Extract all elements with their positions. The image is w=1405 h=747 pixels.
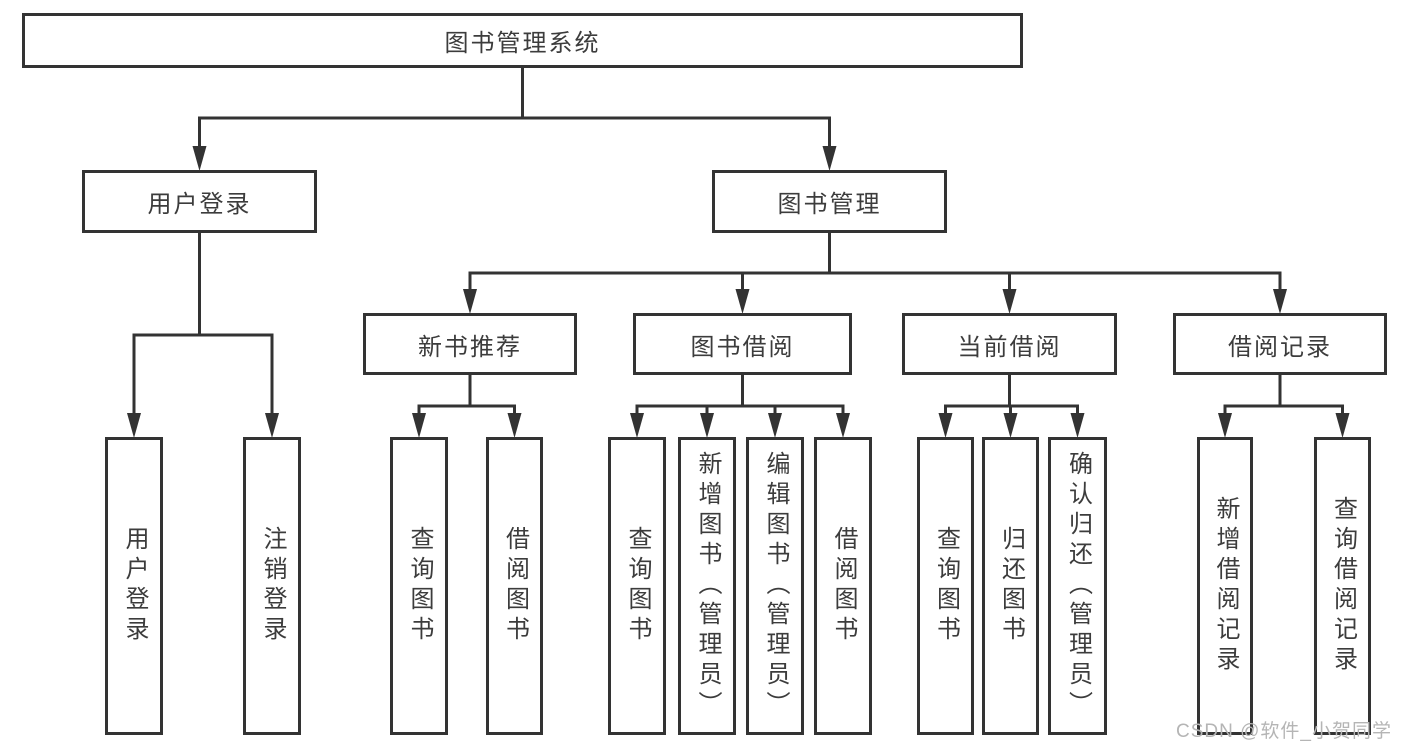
node-mgmt: 图书管理 [712, 170, 947, 233]
arrowhead [1218, 413, 1232, 438]
edge-login [127, 231, 279, 438]
node-label-leaf-bw-borrow: 借阅图书 [830, 526, 857, 646]
node-label-mgmt: 图书管理 [777, 191, 882, 218]
node-borrow: 图书借阅 [633, 313, 852, 375]
node-leaf-bw-edit: 编辑图书（管理员） [746, 437, 804, 735]
edge-records [1218, 373, 1350, 438]
node-label-current: 当前借阅 [957, 333, 1062, 361]
arrowhead [1070, 413, 1085, 438]
arrowhead [127, 413, 141, 438]
arrowhead [265, 413, 279, 438]
arrowhead [1273, 289, 1287, 314]
node-label-records: 借阅记录 [1228, 333, 1332, 361]
node-current: 当前借阅 [902, 313, 1117, 375]
node-leaf-bw-borrow: 借阅图书 [814, 437, 872, 735]
node-leaf-cur-confirm: 确认归还（管理员） [1048, 437, 1107, 735]
arrowhead [463, 289, 477, 314]
edge-mgmt [463, 231, 1287, 314]
node-label-root: 图书管理系统 [444, 30, 601, 57]
arrowhead [1335, 413, 1350, 438]
arrowhead [938, 413, 953, 438]
node-leaf-logout: 注销登录 [243, 437, 301, 735]
arrowhead [822, 146, 837, 171]
node-newbook: 新书推荐 [363, 313, 577, 375]
node-label-leaf-login: 用户登录 [121, 526, 148, 646]
node-leaf-login: 用户登录 [105, 437, 163, 735]
arrowhead [192, 146, 207, 171]
node-label-login: 用户登录 [147, 191, 252, 218]
node-leaf-bw-add: 新增图书（管理员） [678, 437, 736, 735]
node-label-leaf-nb-query: 查询图书 [406, 526, 433, 646]
node-label-newbook: 新书推荐 [418, 333, 522, 361]
arrowhead [412, 413, 426, 438]
node-label-leaf-cur-query: 查询图书 [932, 526, 960, 646]
edge-borrow [630, 373, 850, 438]
edge-current [938, 373, 1085, 438]
arrowhead [768, 413, 782, 438]
node-label-leaf-nb-borrow: 借阅图书 [501, 526, 529, 646]
node-label-leaf-rec-add: 新增借阅记录 [1212, 496, 1239, 676]
node-records: 借阅记录 [1173, 313, 1387, 375]
node-label-leaf-bw-add: 新增图书（管理员） [694, 451, 721, 721]
node-label-borrow: 图书借阅 [690, 333, 795, 361]
node-label-leaf-cur-confirm: 确认归还（管理员） [1064, 451, 1092, 721]
node-leaf-bw-query: 查询图书 [608, 437, 666, 735]
node-label-leaf-rec-query: 查询借阅记录 [1329, 496, 1357, 676]
node-leaf-cur-query: 查询图书 [917, 437, 974, 735]
node-root: 图书管理系统 [22, 13, 1023, 68]
node-leaf-nb-query: 查询图书 [390, 437, 448, 735]
edge-newbook [412, 373, 522, 438]
arrowhead [1002, 289, 1017, 314]
node-label-leaf-logout: 注销登录 [259, 526, 286, 646]
node-leaf-nb-borrow: 借阅图书 [486, 437, 543, 735]
watermark: CSDN @软件_小贺同学 [1176, 721, 1392, 742]
node-leaf-cur-return: 归还图书 [982, 437, 1039, 735]
arrowhead [700, 413, 714, 438]
node-label-leaf-bw-query: 查询图书 [624, 526, 651, 646]
arrowhead [507, 413, 522, 438]
edge-root [192, 66, 837, 171]
node-login: 用户登录 [82, 170, 317, 233]
arrowhead [630, 413, 644, 438]
arrowhead [836, 413, 850, 438]
arrowhead [735, 289, 750, 314]
node-leaf-rec-query: 查询借阅记录 [1314, 437, 1371, 735]
node-label-leaf-cur-return: 归还图书 [997, 526, 1025, 646]
node-label-leaf-bw-edit: 编辑图书（管理员） [762, 451, 789, 721]
arrowhead [1003, 413, 1018, 438]
node-leaf-rec-add: 新增借阅记录 [1197, 437, 1253, 735]
